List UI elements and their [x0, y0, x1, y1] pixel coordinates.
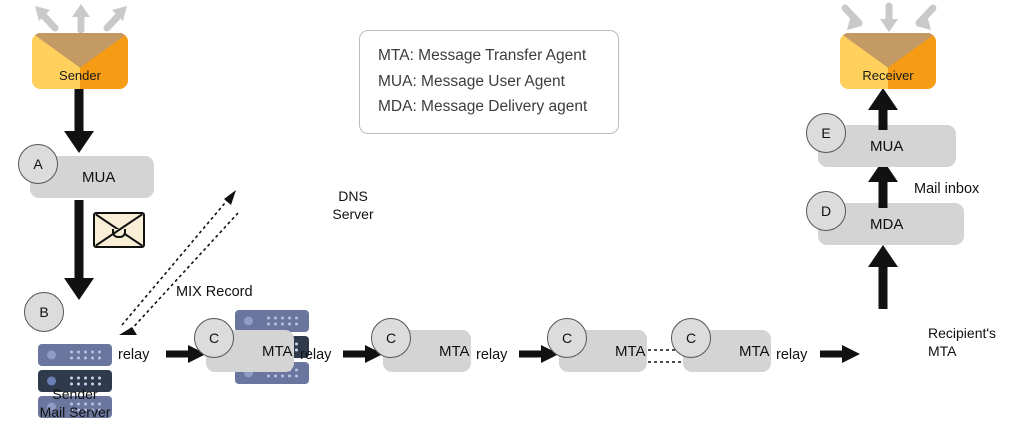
mix-record-label: MIX Record: [176, 284, 253, 300]
node-mta-2[interactable]: C MTA: [371, 318, 471, 372]
arrow-mua-to-receiver: [866, 88, 900, 130]
receiver-burst-arrows-icon: [838, 2, 940, 34]
relay-label-2: relay: [300, 347, 332, 363]
badge-b: B: [24, 292, 64, 332]
node-mta-4[interactable]: C MTA: [671, 318, 771, 372]
sender-mua-label: MUA: [82, 168, 116, 186]
receiver-label: Receiver: [862, 68, 914, 83]
dns-server-label: DNS Server: [332, 188, 374, 222]
arrow-relay-2: [343, 344, 383, 364]
arrow-mua-to-mailserver: [62, 200, 96, 304]
letter-icon-1: [93, 212, 145, 248]
badge-b-wrap: B: [24, 292, 64, 332]
mta-4-label: MTA: [739, 342, 770, 360]
arrow-mta-to-mda: [866, 245, 900, 309]
legend-line-mda: MDA: Message Delivery agent: [378, 98, 588, 116]
arrow-mda-to-mua: [866, 160, 900, 208]
sender-mail-server-icon: [38, 344, 112, 418]
relay-label-1: relay: [118, 347, 150, 363]
mta-1-label: MTA: [262, 342, 293, 360]
node-mta-1[interactable]: C MTA: [194, 318, 294, 372]
badge-c-3: C: [547, 318, 587, 358]
sender-label: Sender: [59, 68, 101, 83]
node-sender-mua[interactable]: A MUA: [18, 144, 154, 198]
arrow-relay-1: [166, 344, 206, 364]
badge-d: D: [806, 191, 846, 231]
arrow-relay-4: [820, 344, 860, 364]
mta-3-label: MTA: [615, 342, 646, 360]
badge-c-4: C: [671, 318, 711, 358]
mta-2-label: MTA: [439, 342, 470, 360]
badge-c-2: C: [371, 318, 411, 358]
receiver-mua-label: MUA: [870, 137, 904, 155]
node-mta-3[interactable]: C MTA: [547, 318, 647, 372]
legend-box: MTA: Message Transfer Agent MUA: Message…: [359, 30, 619, 134]
relay-label-4: relay: [776, 347, 808, 363]
relay-label-3: relay: [476, 347, 508, 363]
dns-query-arrows: [100, 185, 250, 335]
mail-inbox-label: Mail inbox: [914, 181, 980, 197]
node-receiver-mua[interactable]: E MUA: [806, 113, 956, 167]
badge-e: E: [806, 113, 846, 153]
sender-avatar: Sender: [32, 33, 128, 89]
badge-c-1: C: [194, 318, 234, 358]
arrow-relay-3: [519, 344, 559, 364]
sender-burst-arrows-icon: [30, 2, 132, 34]
receiver-mda-label: MDA: [870, 215, 904, 233]
receiver-avatar: Receiver: [840, 33, 936, 89]
sender-mail-server-label: Sender Mail Server: [39, 386, 111, 420]
node-receiver-mda[interactable]: D MDA: [806, 191, 964, 245]
legend-line-mua: MUA: Message User Agent: [378, 72, 565, 90]
recipient-mta-label: Recipient's MTA: [928, 325, 997, 359]
legend-line-mta: MTA: Message Transfer Agent: [378, 47, 587, 64]
arrow-sender-to-mua: [62, 89, 96, 157]
badge-a: A: [18, 144, 58, 184]
